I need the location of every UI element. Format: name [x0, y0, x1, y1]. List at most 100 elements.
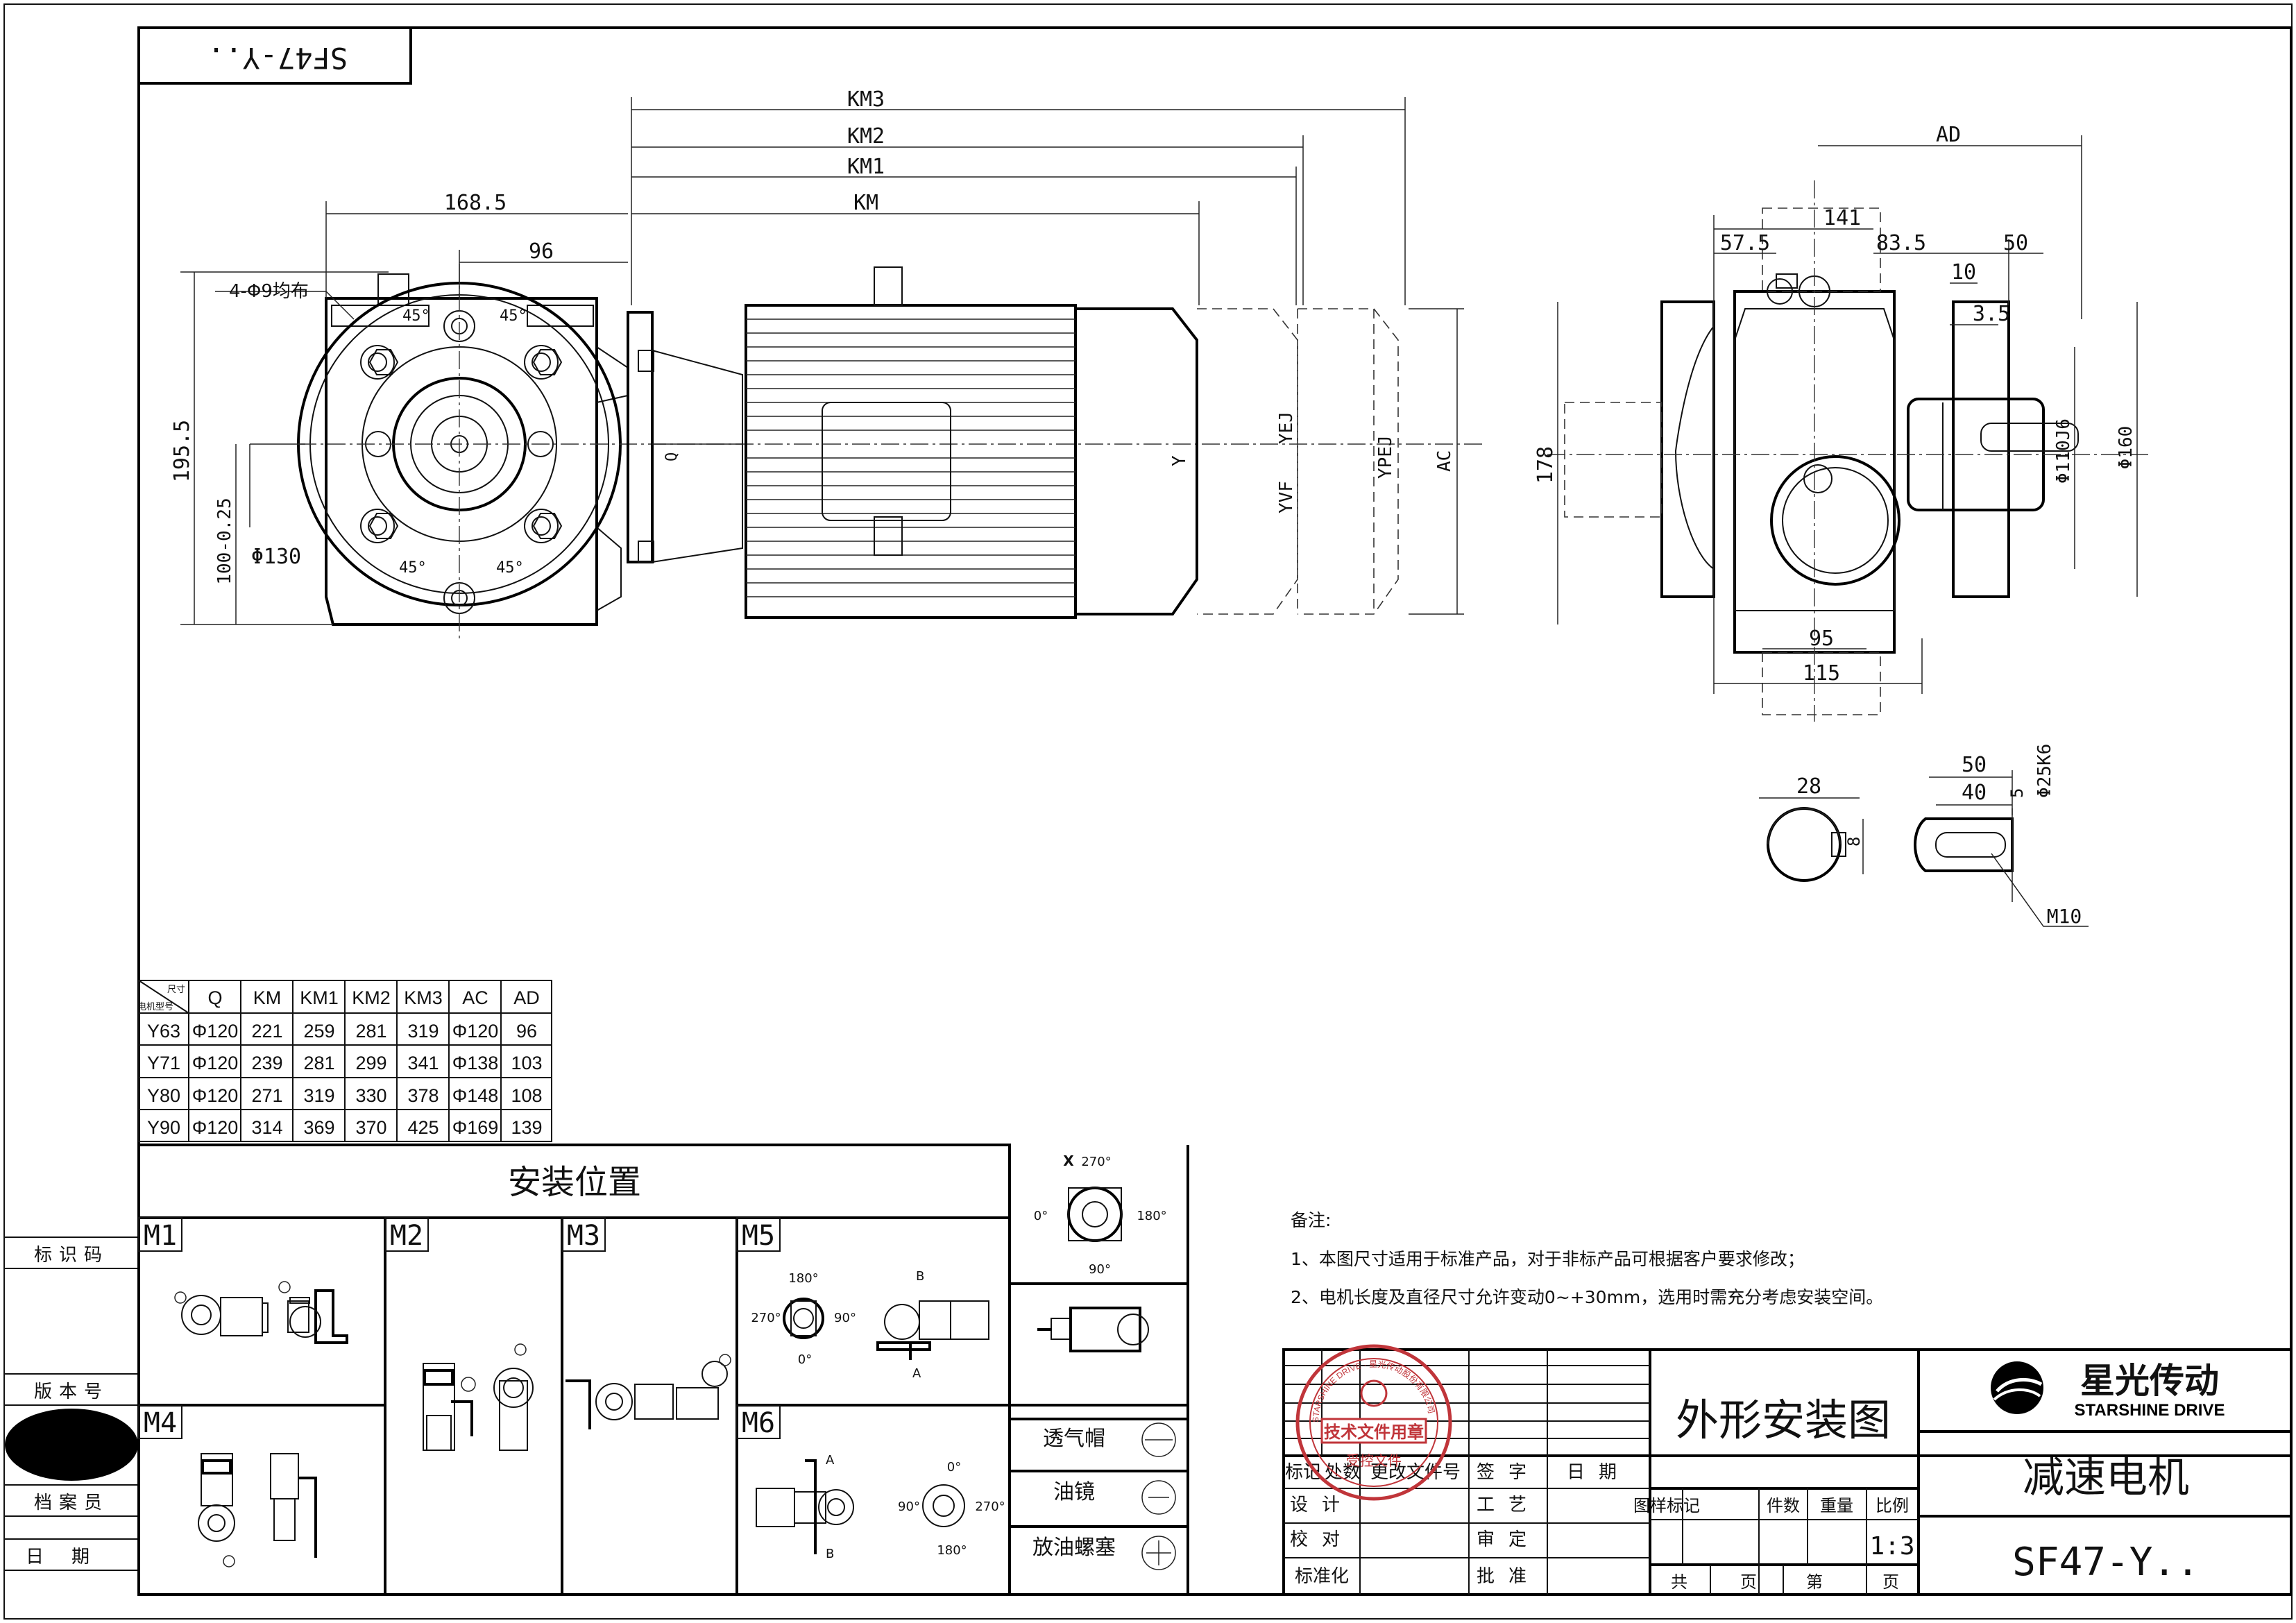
pos-m1: M1 — [144, 1220, 177, 1252]
attr-drawing-mark: 图样标记 — [1633, 1496, 1700, 1515]
dim-shaft-50: 50 — [1962, 753, 1987, 777]
m6-angle-180: 180° — [937, 1543, 967, 1558]
rev-sign: 签字 — [1477, 1462, 1540, 1483]
table-header-km1: KM1 — [300, 987, 339, 1008]
table-corner-bottom: 电机型号 — [137, 1002, 173, 1012]
table-cell: Y80 — [147, 1085, 180, 1106]
left-margin: 标识码 版本号 档案员 日期 — [4, 1237, 139, 1571]
pos-m6: M6 — [742, 1407, 775, 1439]
dim-km: KM — [853, 191, 878, 215]
drawing-frame — [137, 26, 2293, 1596]
side-view: AD 141 57.5 83.5 50 10 3.5 178 Φ110J6 Φ1… — [1533, 123, 2151, 722]
table-cell: 314 — [251, 1117, 282, 1138]
m5-sketch: 180° 270° 90° 0° B A — [751, 1269, 989, 1381]
brand-logo: 星光传动 STARSHINE DRIVE — [1991, 1361, 2225, 1420]
angle-45-c: 45° — [399, 559, 427, 577]
sheet-total-unit: 页 — [1740, 1572, 1757, 1592]
dim-phi110: Φ110J6 — [2053, 418, 2074, 484]
m1-sketch — [174, 1281, 348, 1344]
pos-m3: M3 — [567, 1220, 600, 1252]
dim-y: Y — [1169, 455, 1190, 466]
table-cell: Y90 — [147, 1117, 180, 1138]
table-cell: 281 — [355, 1021, 386, 1042]
dim-28: 28 — [1796, 774, 1821, 799]
stamp-main: 技术文件用章 — [1324, 1422, 1424, 1442]
front-view — [250, 264, 1485, 638]
m5-angle-270: 270° — [751, 1311, 781, 1325]
table-cell: Φ120 — [192, 1021, 239, 1042]
product-name: 减速电机 — [2023, 1454, 2189, 1502]
table-cell: 378 — [407, 1085, 439, 1106]
row-approve: 审定 — [1477, 1529, 1540, 1550]
row-design: 设计 — [1290, 1495, 1354, 1515]
pos-m2: M2 — [390, 1220, 423, 1252]
dim-phi25: Φ25K6 — [2034, 744, 2055, 798]
dim-178: 178 — [1533, 446, 1558, 484]
m6-angle-0: 0° — [947, 1460, 961, 1475]
m6-label-a: A — [826, 1453, 835, 1468]
orient-90: 90° — [1089, 1262, 1111, 1277]
pos-m4: M4 — [144, 1407, 177, 1439]
m4-sketch — [198, 1453, 317, 1567]
m5-label-b: B — [916, 1269, 924, 1284]
dim-ac: AC — [1434, 450, 1455, 472]
dim-km1: KM1 — [847, 155, 885, 179]
dim-km2: KM2 — [847, 124, 885, 148]
table-cell: 96 — [516, 1021, 537, 1042]
label-version: 版本号 — [34, 1382, 109, 1402]
orient-270: 270° — [1081, 1155, 1111, 1169]
dim-phi160: Φ160 — [2116, 426, 2136, 470]
dim-115: 115 — [1803, 661, 1840, 686]
table-cell: 330 — [355, 1085, 386, 1106]
table-cell: Φ138 — [452, 1053, 499, 1073]
dim-100: 100-0.25 — [214, 498, 235, 584]
table-cell: Φ120 — [192, 1117, 239, 1138]
table-cell: 370 — [355, 1117, 386, 1138]
table-header-ad: AD — [513, 987, 540, 1008]
table-cell: 103 — [511, 1053, 542, 1073]
brand-en: STARSHINE DRIVE — [2075, 1401, 2225, 1420]
attr-weight: 重量 — [1820, 1496, 1853, 1515]
dim-3-5: 3.5 — [1973, 302, 2010, 326]
table-header-km: KM — [253, 987, 282, 1008]
rev-count: 处数 — [1325, 1462, 1361, 1483]
dim-57-5: 57.5 — [1720, 231, 1770, 255]
sheet-total-label: 共 — [1671, 1572, 1687, 1592]
notes-line-1: 1、本图尺寸适用于标准产品，对于非标产品可根据客户要求修改； — [1291, 1249, 1805, 1269]
angle-45-b: 45° — [500, 307, 527, 325]
table-cell: 319 — [303, 1085, 334, 1106]
m6-label-b: B — [826, 1547, 834, 1561]
rev-doc-no: 更改文件号 — [1370, 1462, 1461, 1483]
dim-q: Q — [663, 452, 681, 461]
dim-yej: YEJ — [1276, 411, 1297, 444]
dim-holes: 4-Φ9均布 — [229, 281, 309, 302]
table-header-q: Q — [207, 987, 222, 1008]
pos-m5: M5 — [742, 1220, 775, 1252]
legend-breather: 透气帽 — [1043, 1427, 1105, 1451]
table-cell: Φ120 — [192, 1053, 239, 1073]
notes-title: 备注: — [1291, 1210, 1331, 1230]
table-cell: 139 — [511, 1117, 542, 1138]
dim-168-5: 168.5 — [444, 191, 507, 215]
table-cell: 341 — [407, 1053, 439, 1073]
model-number: SF47-Y.. — [2012, 1540, 2200, 1585]
table-cell: 369 — [303, 1117, 334, 1138]
table-header-km3: KM3 — [404, 987, 443, 1008]
row-process: 工艺 — [1477, 1495, 1540, 1515]
table-cell: Y71 — [147, 1053, 180, 1073]
title-main: 外形安装图 — [1676, 1395, 1891, 1445]
code-box: SF47-Y.. — [137, 26, 412, 85]
dim-ypej: YPEJ — [1375, 435, 1396, 479]
table-cell: Φ120 — [452, 1021, 499, 1042]
orient-180: 180° — [1137, 1209, 1166, 1223]
angle-45-a: 45° — [402, 307, 430, 325]
sheet-no-unit: 页 — [1882, 1572, 1899, 1592]
orient-x: X — [1063, 1153, 1074, 1169]
dim-10: 10 — [1951, 260, 1976, 284]
dim-141: 141 — [1823, 206, 1861, 230]
stamp-sub: 受控文件 — [1346, 1452, 1402, 1469]
shaft-details: 28 8 50 40 5 Φ25K6 M10 — [1759, 744, 2089, 928]
label-archivist: 档案员 — [34, 1493, 109, 1513]
